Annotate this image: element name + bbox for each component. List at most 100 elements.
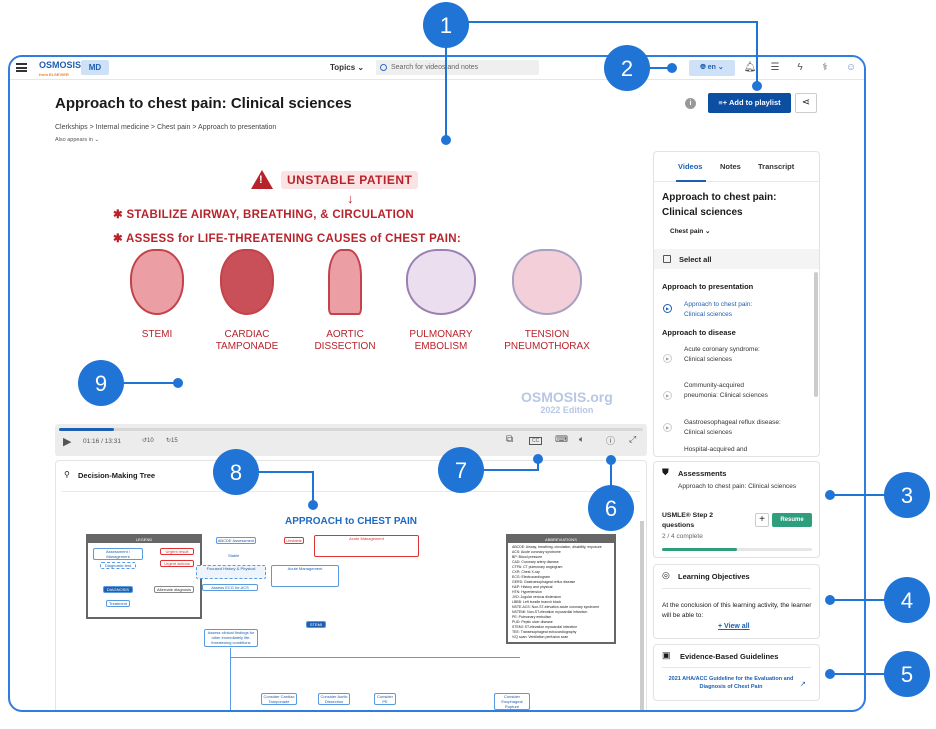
abbreviation-item: V/Q scan: Ventilation perfusion scan xyxy=(512,635,569,639)
filter-label: Chest pain xyxy=(670,228,704,235)
share-button[interactable]: ⋖ xyxy=(795,93,817,113)
divider xyxy=(662,588,811,589)
select-all-label: Select all xyxy=(679,255,712,264)
speed-icon[interactable]: ⓘ xyxy=(606,436,616,446)
stethoscope-icon[interactable]: ⚕ xyxy=(822,62,828,73)
legend-item: Assessment / Management xyxy=(93,548,143,560)
callout-dot xyxy=(173,378,183,388)
chevron-down-icon: ⌄ xyxy=(357,63,365,72)
forward-seconds: 15 xyxy=(171,438,178,444)
keyboard-icon[interactable]: ⌨ xyxy=(555,434,568,444)
abbreviation-item: PE: Pulmonary embolism xyxy=(512,615,552,619)
abbreviation-item: H&P: History and physical xyxy=(512,585,553,589)
also-appears-toggle[interactable]: Also appears in ⌄ xyxy=(55,137,100,143)
divider xyxy=(62,491,640,492)
cause-label: PNEUMOTHORAX xyxy=(504,341,590,352)
breadcrumb-item[interactable]: Internal medicine xyxy=(95,124,149,131)
breadcrumb-item[interactable]: Clerkships xyxy=(55,124,88,131)
cause-label: AORTIC xyxy=(326,329,364,340)
tree-node: Focused History & Physical xyxy=(196,565,266,579)
search-input[interactable]: Search for videos and notes xyxy=(376,60,539,75)
legend-item: Urgent result xyxy=(160,548,194,555)
playlist-item[interactable]: Community-acquired pneumonia: Clinical s… xyxy=(684,382,768,399)
legend-item: Alternate diagnosis xyxy=(154,586,194,593)
add-button[interactable]: + xyxy=(755,513,769,527)
avatar[interactable]: ☺ xyxy=(845,62,857,73)
breadcrumb-item[interactable]: Chest pain xyxy=(156,124,191,131)
legend-item: Urgent actions xyxy=(160,560,194,567)
rewind-icon[interactable]: ↺10 xyxy=(142,438,154,444)
add-to-playlist-button[interactable]: ≡+ Add to playlist xyxy=(708,93,791,113)
guideline-link[interactable]: 2021 AHA/ACC Guideline for the Evaluatio… xyxy=(668,676,794,690)
callout-dot xyxy=(825,595,835,605)
play-icon[interactable]: ▶ xyxy=(63,436,72,448)
tab-notes[interactable]: Notes xyxy=(720,162,741,171)
topics-menu[interactable]: Topics ⌄ xyxy=(330,63,364,72)
copy-icon[interactable]: ⧉ xyxy=(506,434,514,445)
resume-button[interactable]: Resume xyxy=(772,513,812,527)
playlist-item[interactable]: Acute coronary syndrome: Clinical scienc… xyxy=(684,346,760,363)
callout-line-8 xyxy=(236,471,314,505)
lightning-icon[interactable]: ϟ xyxy=(797,62,803,73)
tree-icon: ⚲ xyxy=(64,470,70,479)
tab-transcript[interactable]: Transcript xyxy=(758,162,795,171)
callout-dot xyxy=(825,669,835,679)
callout-badge-3 xyxy=(884,472,930,518)
playlist-item[interactable]: Gastroesophageal reflux disease: Clinica… xyxy=(684,419,781,436)
unstable-banner: UNSTABLE PATIENT xyxy=(281,171,419,189)
scrollbar[interactable] xyxy=(814,272,818,397)
forward-icon[interactable]: ↻15 xyxy=(166,438,178,444)
external-link-icon[interactable]: ↗ xyxy=(800,681,806,688)
callout-dot xyxy=(441,135,451,145)
playlist-item-active[interactable]: Approach to chest pain: Clinical science… xyxy=(684,301,753,318)
callout-dot xyxy=(667,63,677,73)
volume-icon[interactable]: 🔈︎ xyxy=(579,434,585,444)
cause-label: CARDIAC xyxy=(224,329,270,340)
checkbox[interactable] xyxy=(663,255,671,263)
menu-icon[interactable] xyxy=(16,63,27,72)
playlist-card: Videos Notes Transcript Approach to ches… xyxy=(653,151,820,457)
abbreviation-item: BP: Blood pressure xyxy=(512,555,543,559)
search-icon xyxy=(380,64,387,71)
assessment-progress-fill xyxy=(662,548,737,551)
abbreviation-item: TEE: Transesophageal echocardiography xyxy=(512,630,577,634)
video-player[interactable]: ! UNSTABLE PATIENT ↓ ✱ STABILIZE AIRWAY,… xyxy=(55,151,647,425)
breadcrumb-item[interactable]: Approach to presentation xyxy=(198,124,277,131)
share-icon: ⋖ xyxy=(801,97,811,108)
filter-dropdown[interactable]: Chest pain ⌄ xyxy=(670,228,711,235)
cause-label: TAMPONADE xyxy=(215,341,279,352)
playlist-item[interactable]: Hospital-acquired and xyxy=(684,446,748,453)
tab-videos[interactable]: Videos xyxy=(678,162,703,171)
callout-number: 6 xyxy=(605,496,617,521)
playlist-icon[interactable]: ☰ xyxy=(770,62,780,73)
play-circle-icon: ▶ xyxy=(663,391,672,400)
lungs-illustration xyxy=(406,249,476,315)
view-all-link[interactable]: + View all xyxy=(718,623,750,630)
select-all[interactable]: Select all xyxy=(654,249,819,269)
info-icon[interactable]: i xyxy=(685,98,696,109)
callout-number: 7 xyxy=(455,458,467,483)
aorta-illustration xyxy=(328,249,362,315)
callout-number: 5 xyxy=(901,662,913,687)
bell-icon[interactable]: 🔔︎ xyxy=(743,62,757,73)
progress-bar[interactable] xyxy=(59,428,643,431)
page-title: Approach to chest pain: Clinical science… xyxy=(55,95,352,112)
fullscreen-icon[interactable]: ⤢ xyxy=(629,434,637,444)
language-button[interactable]: 🌐︎ en ⌄ xyxy=(689,60,735,76)
abbreviation-item: GERD: Gastroesophageal reflux disease xyxy=(512,580,576,584)
scrollbar[interactable] xyxy=(640,521,644,710)
cause-label: STEMI xyxy=(141,329,173,340)
assessments-card: ⛊ Assessments Approach to chest pain: Cl… xyxy=(653,461,820,558)
callout-badge-1 xyxy=(423,2,469,48)
guidelines-card: ▣ Evidence-Based Guidelines 2021 AHA/ACC… xyxy=(653,644,820,701)
cause-label: TENSION xyxy=(524,329,570,340)
md-badge[interactable]: MD xyxy=(81,60,109,75)
presentation-icon: ▣ xyxy=(662,650,671,660)
cc-icon[interactable]: CC xyxy=(529,437,543,445)
tree-node: STEMI xyxy=(306,621,326,628)
callout-lines xyxy=(101,21,907,675)
